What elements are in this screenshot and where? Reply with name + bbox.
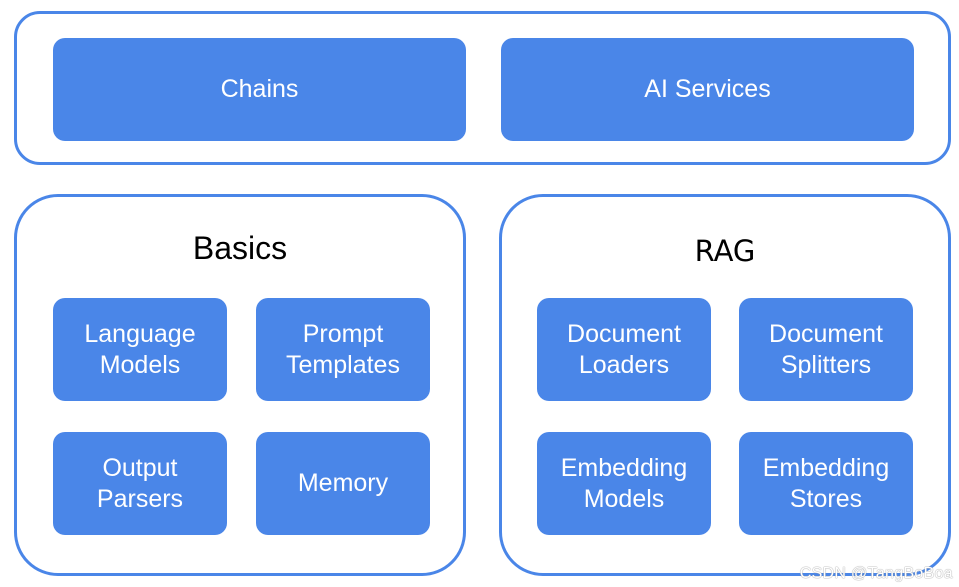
document-splitters-box: Document Splitters — [739, 298, 913, 401]
basics-title: Basics — [192, 230, 288, 266]
chains-box: Chains — [53, 38, 466, 141]
embedding-models-line-2: Models — [583, 484, 665, 513]
prompt-templates-line-2: Templates — [286, 350, 400, 379]
watermark: CSDN @TangBoBoa — [799, 565, 953, 582]
embedding-models-line-1: Embedding — [560, 453, 688, 482]
embedding-stores-line-1: Embedding — [762, 453, 890, 482]
basics-panel: Basics Language Models Prompt Templates … — [14, 194, 466, 576]
chains-label: Chains — [220, 75, 299, 103]
embedding-stores-box: Embedding Stores — [739, 432, 913, 535]
language-models-line-2: Models — [99, 350, 181, 379]
rag-panel: RAG Document Loaders Document Splitters … — [499, 194, 951, 576]
output-parsers-line-1: Output — [102, 453, 178, 482]
output-parsers-line-2: Parsers — [96, 484, 184, 513]
rag-title: RAG — [694, 234, 756, 268]
embedding-stores-line-2: Stores — [789, 484, 863, 513]
embedding-models-box: Embedding Models — [537, 432, 711, 535]
document-splitters-line-2: Splitters — [780, 350, 872, 379]
ai-services-label: AI Services — [644, 75, 771, 103]
document-splitters-line-1: Document — [769, 319, 883, 348]
language-models-box: Language Models — [53, 298, 227, 401]
top-panel: Chains AI Services — [14, 11, 951, 165]
output-parsers-box: Output Parsers — [53, 432, 227, 535]
document-loaders-line-2: Loaders — [578, 350, 670, 379]
ai-services-box: AI Services — [501, 38, 914, 141]
memory-label: Memory — [297, 469, 389, 497]
document-loaders-line-1: Document — [567, 319, 681, 348]
prompt-templates-line-1: Prompt — [302, 319, 384, 348]
prompt-templates-box: Prompt Templates — [256, 298, 430, 401]
document-loaders-box: Document Loaders — [537, 298, 711, 401]
memory-box: Memory — [256, 432, 430, 535]
language-models-line-1: Language — [84, 319, 196, 348]
